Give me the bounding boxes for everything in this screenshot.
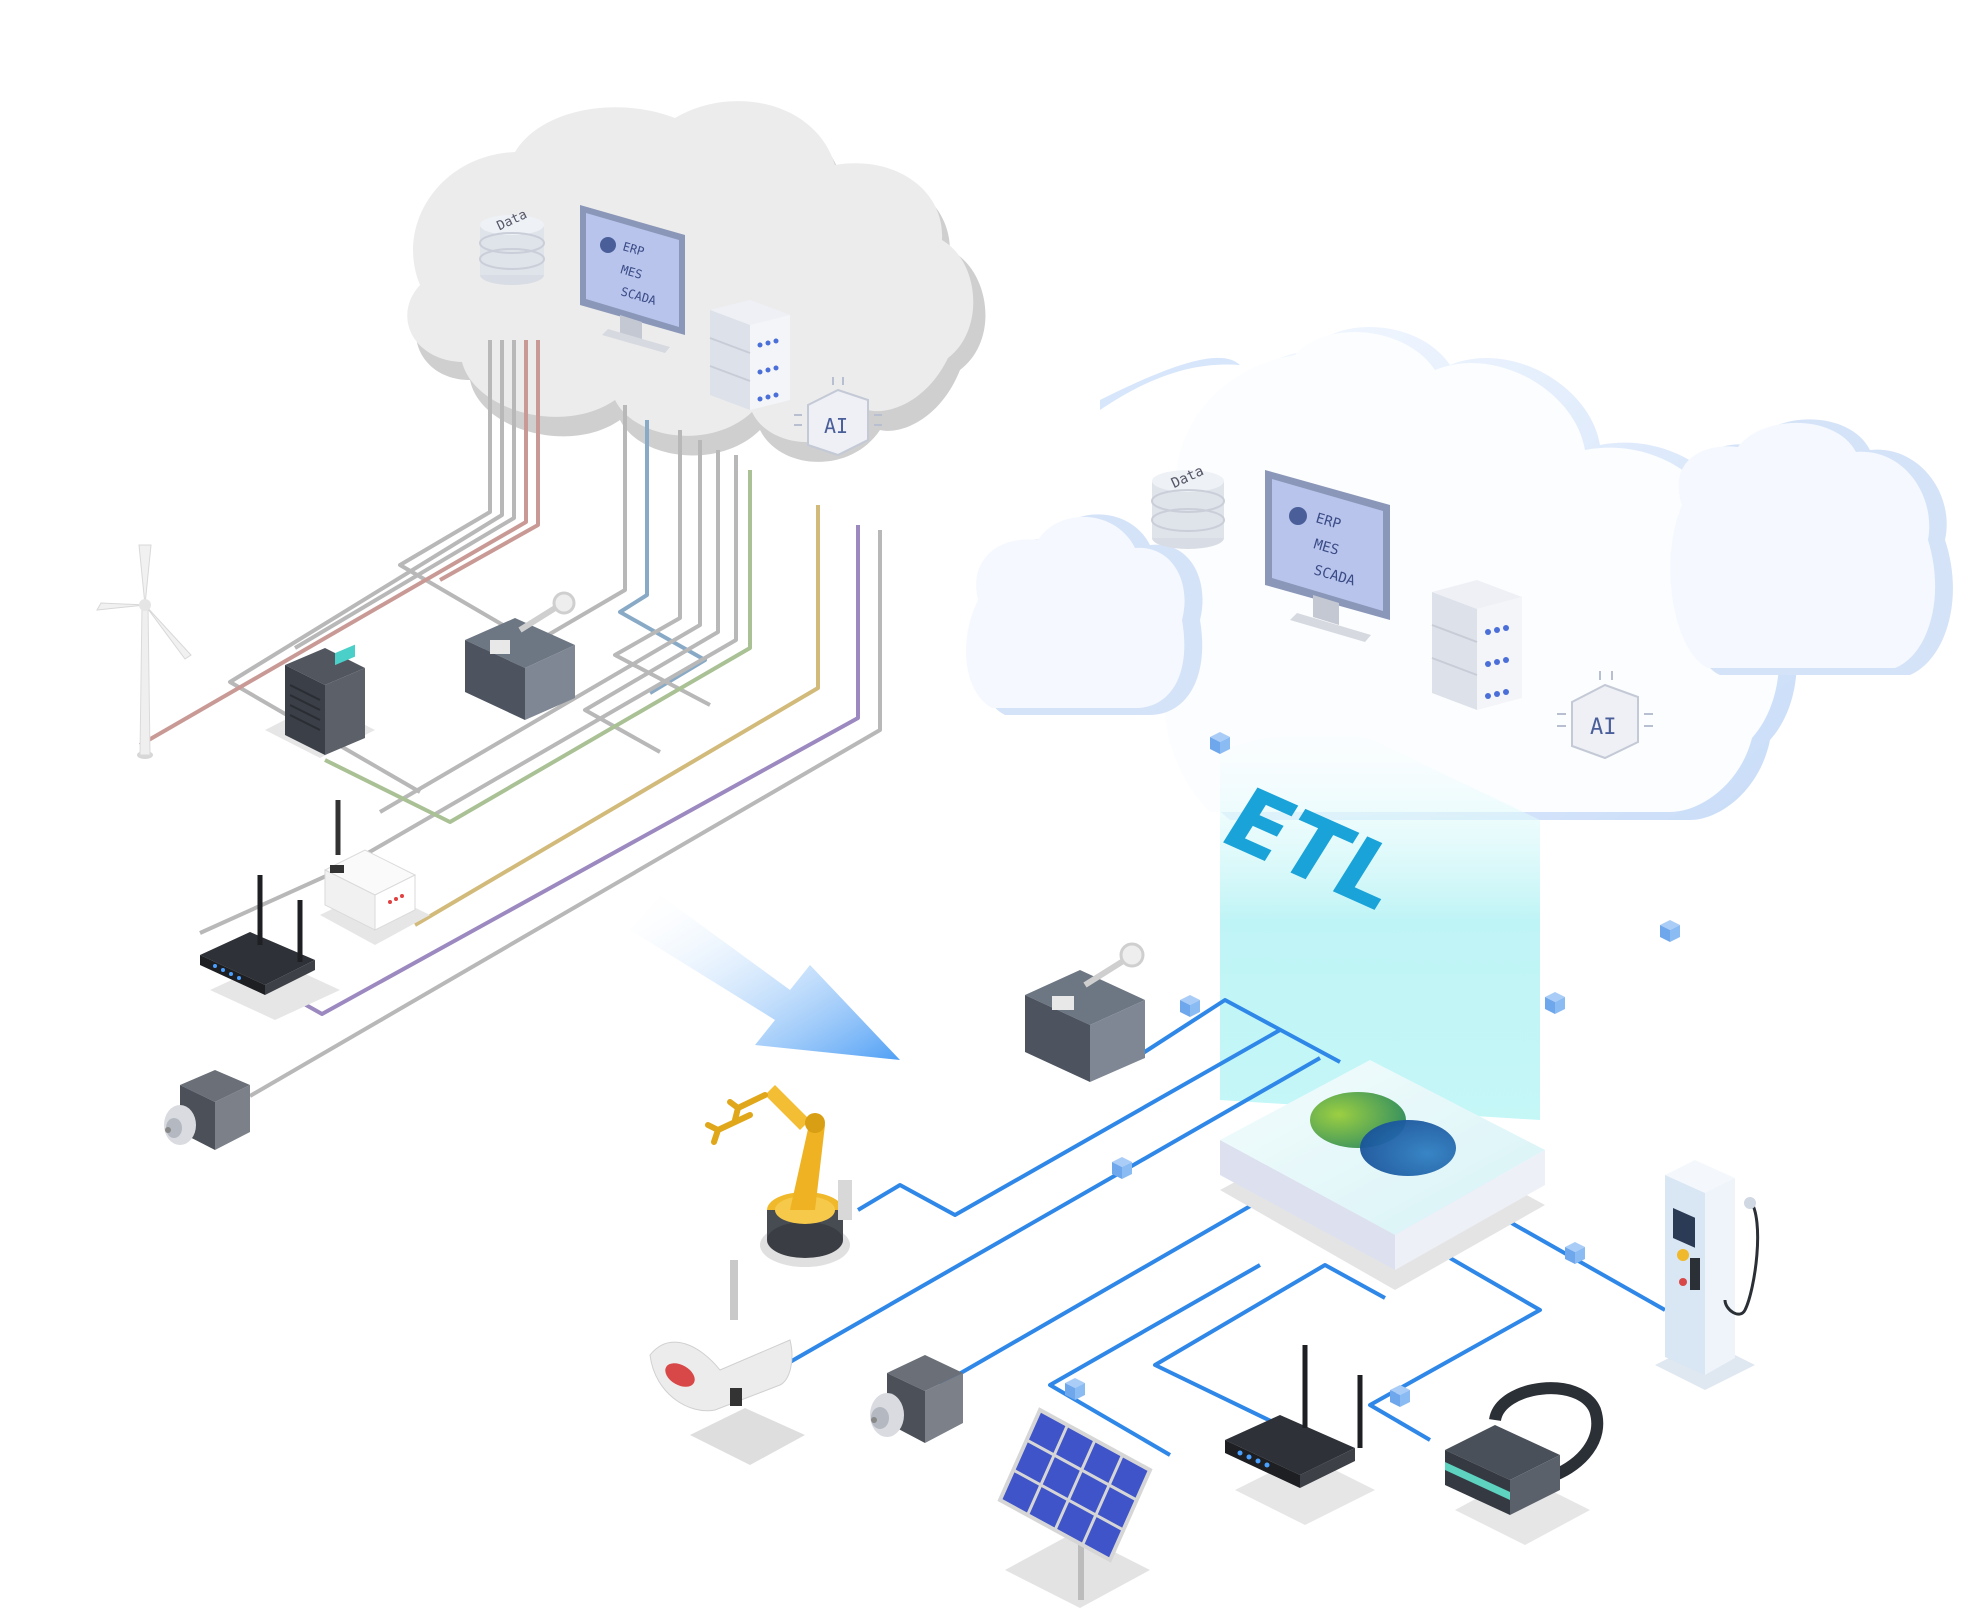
legacy-cloud [407, 101, 986, 462]
data-packets [1065, 732, 1680, 1407]
small-cloud-left [965, 514, 1203, 715]
vr-headset-icon [1445, 1382, 1604, 1545]
modern-monitor-line-2: MES [1312, 536, 1341, 558]
legacy-ai-chip-icon: AI [794, 377, 882, 457]
legacy-monitor-line-2: MES [619, 262, 644, 281]
legacy-servo-motor-icon [164, 1070, 250, 1150]
modern-limit-switch-icon [1025, 942, 1145, 1082]
modern-ai-label: AI [1590, 715, 1617, 740]
legacy-router-icon [200, 875, 340, 1020]
small-cloud-right [1670, 419, 1953, 675]
ev-charger-icon [1655, 1160, 1760, 1390]
iot-gateway-icon [320, 800, 430, 945]
modern-ai-chip-icon: AI [1557, 671, 1653, 760]
modern-database-icon: Data [1151, 463, 1225, 549]
wind-turbine-icon [96, 544, 192, 759]
legacy-monitor-icon: ERP MES SCADA [580, 205, 685, 353]
modern-monitor-line-1: ERP [1314, 510, 1343, 532]
legacy-monitor-line-1: ERP [621, 239, 646, 258]
robot-arm-icon [705, 1085, 852, 1267]
modern-router-icon [1225, 1345, 1375, 1525]
inverter-icon [265, 644, 375, 758]
legacy-server-icon [709, 300, 790, 410]
modern-servo-motor-icon [870, 1355, 963, 1443]
legacy-limit-switch-icon [465, 591, 576, 720]
solar-panel-icon [997, 1407, 1153, 1608]
etl-beam: ETL [1205, 720, 1540, 1120]
modern-server-icon [1431, 580, 1522, 710]
transition-arrow-icon [630, 895, 900, 1060]
legacy-database-icon: Data [479, 207, 545, 285]
legacy-ai-label: AI [824, 414, 848, 438]
integration-hub-icon [1220, 1060, 1545, 1290]
modern-monitor-icon: ERP MES SCADA [1265, 470, 1390, 642]
sensor-probe-icon [649, 1260, 805, 1465]
